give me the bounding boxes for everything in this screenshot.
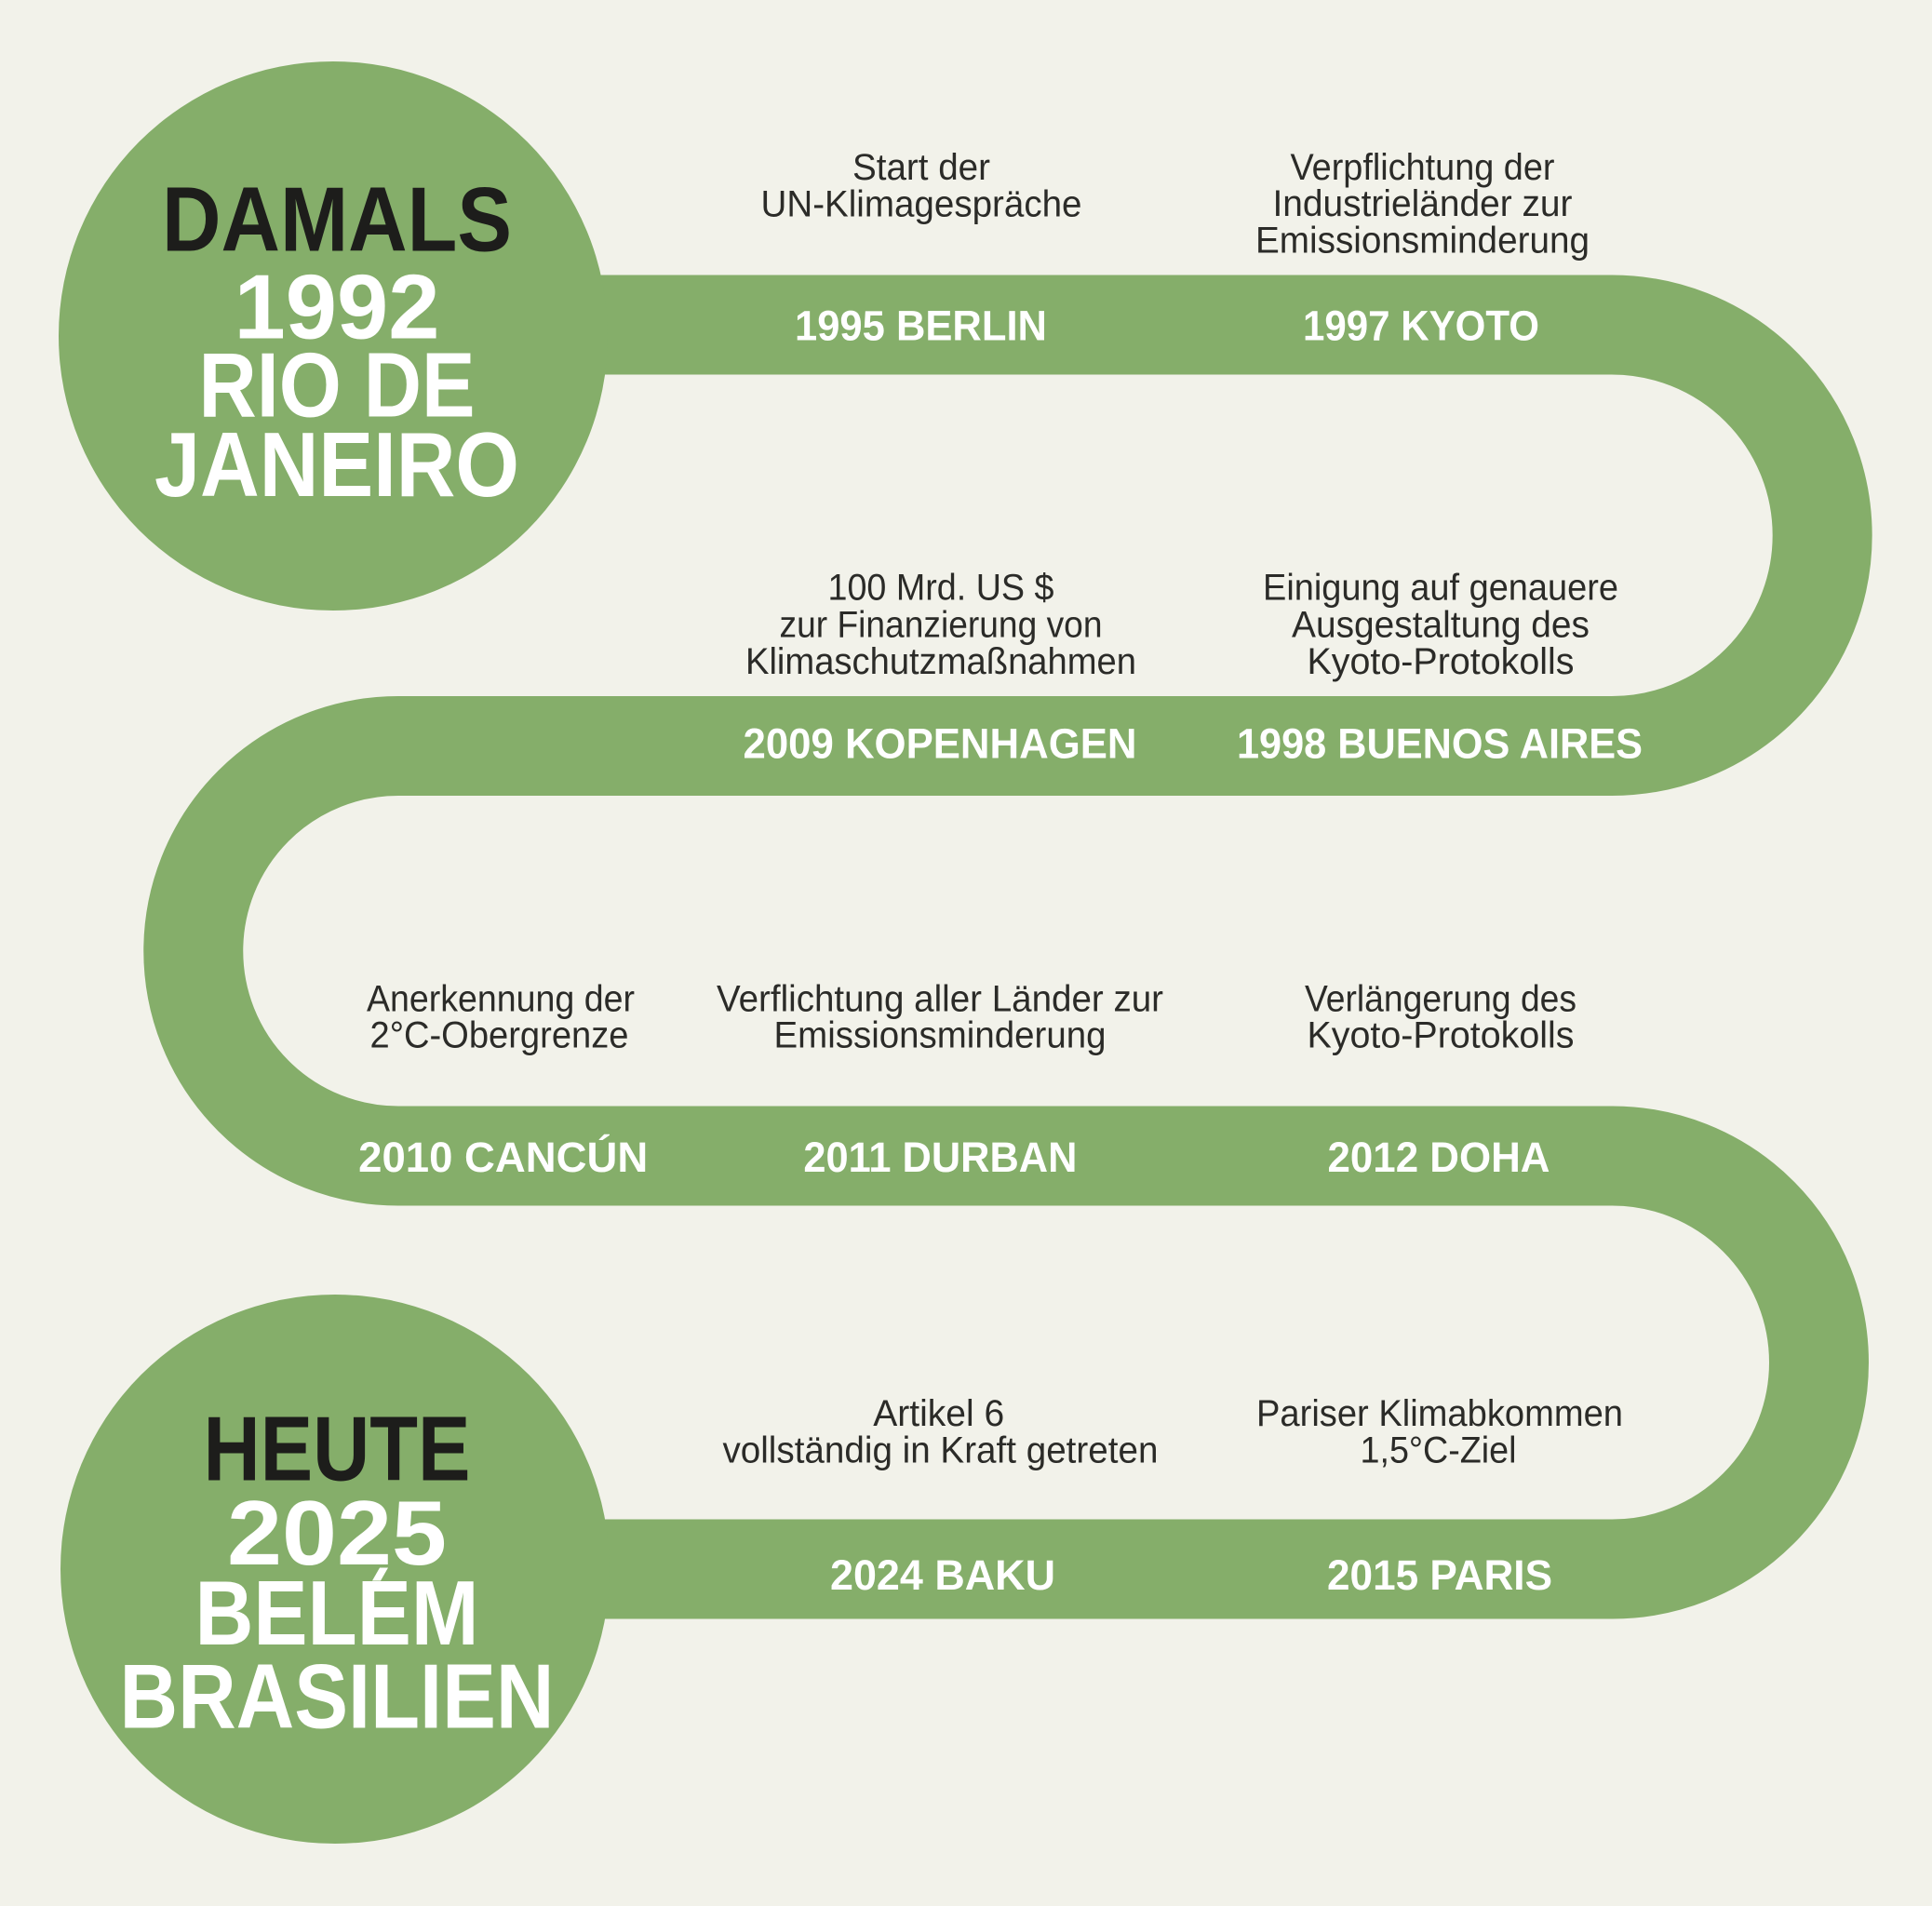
svg-text:UN-Klimagespräche: UN-Klimagespräche: [761, 184, 1082, 225]
svg-text:2012 DOHA: 2012 DOHA: [1328, 1134, 1550, 1181]
svg-text:DAMALS: DAMALS: [162, 168, 512, 271]
svg-text:Anerkennung der: Anerkennung der: [367, 979, 635, 1020]
svg-text:2015 PARIS: 2015 PARIS: [1327, 1551, 1552, 1599]
svg-text:Industrieländer zur: Industrieländer zur: [1273, 183, 1573, 224]
svg-text:1992: 1992: [235, 255, 440, 357]
svg-text:100 Mrd. US $: 100 Mrd. US $: [828, 567, 1054, 608]
svg-text:Ausgestaltung des: Ausgestaltung des: [1292, 604, 1590, 645]
svg-text:2025: 2025: [227, 1482, 447, 1584]
svg-text:1998 BUENOS AIRES: 1998 BUENOS AIRES: [1237, 719, 1643, 767]
svg-text:2024 BAKU: 2024 BAKU: [830, 1551, 1055, 1599]
svg-text:Kyoto-Protokolls: Kyoto-Protokolls: [1308, 641, 1575, 682]
svg-text:2011 DURBAN: 2011 DURBAN: [803, 1134, 1077, 1181]
svg-text:zur Finanzierung von: zur Finanzierung von: [780, 604, 1103, 645]
svg-text:Start der: Start der: [852, 147, 990, 188]
svg-text:Einigung auf genauere: Einigung auf genauere: [1263, 567, 1618, 608]
svg-text:Verlängerung des: Verlängerung des: [1305, 979, 1576, 1020]
svg-text:Emissionsminderung: Emissionsminderung: [1255, 221, 1590, 262]
svg-text:vollständig in Kraft getreten: vollständig in Kraft getreten: [722, 1430, 1158, 1471]
svg-text:2°C-Obergrenze: 2°C-Obergrenze: [370, 1014, 629, 1055]
svg-text:RIO DE: RIO DE: [199, 333, 476, 436]
svg-text:Klimaschutzmaßnahmen: Klimaschutzmaßnahmen: [745, 641, 1136, 682]
svg-text:Verflichtung aller Länder zur: Verflichtung aller Länder zur: [717, 979, 1163, 1020]
svg-text:Verpflichtung der: Verpflichtung der: [1291, 147, 1555, 188]
svg-text:Artikel 6: Artikel 6: [873, 1393, 1004, 1434]
svg-text:JANEIRO: JANEIRO: [154, 413, 519, 516]
svg-text:BRASILIEN: BRASILIEN: [120, 1645, 555, 1748]
svg-text:2010 CANCÚN: 2010 CANCÚN: [358, 1134, 648, 1181]
svg-text:1,5°C-Ziel: 1,5°C-Ziel: [1361, 1430, 1517, 1471]
svg-text:Kyoto-Protokolls: Kyoto-Protokolls: [1308, 1014, 1575, 1055]
svg-text:Pariser Klimabkommen: Pariser Klimabkommen: [1256, 1393, 1623, 1434]
svg-text:1997 KYOTO: 1997 KYOTO: [1303, 302, 1539, 350]
svg-text:1995 BERLIN: 1995 BERLIN: [795, 302, 1047, 350]
svg-text:BELEM: BELEM: [195, 1562, 479, 1664]
svg-text:HEUTE: HEUTE: [204, 1398, 471, 1500]
svg-text:2009 KOPENHAGEN: 2009 KOPENHAGEN: [744, 719, 1137, 767]
svg-text:Emissionsminderung: Emissionsminderung: [774, 1014, 1107, 1055]
